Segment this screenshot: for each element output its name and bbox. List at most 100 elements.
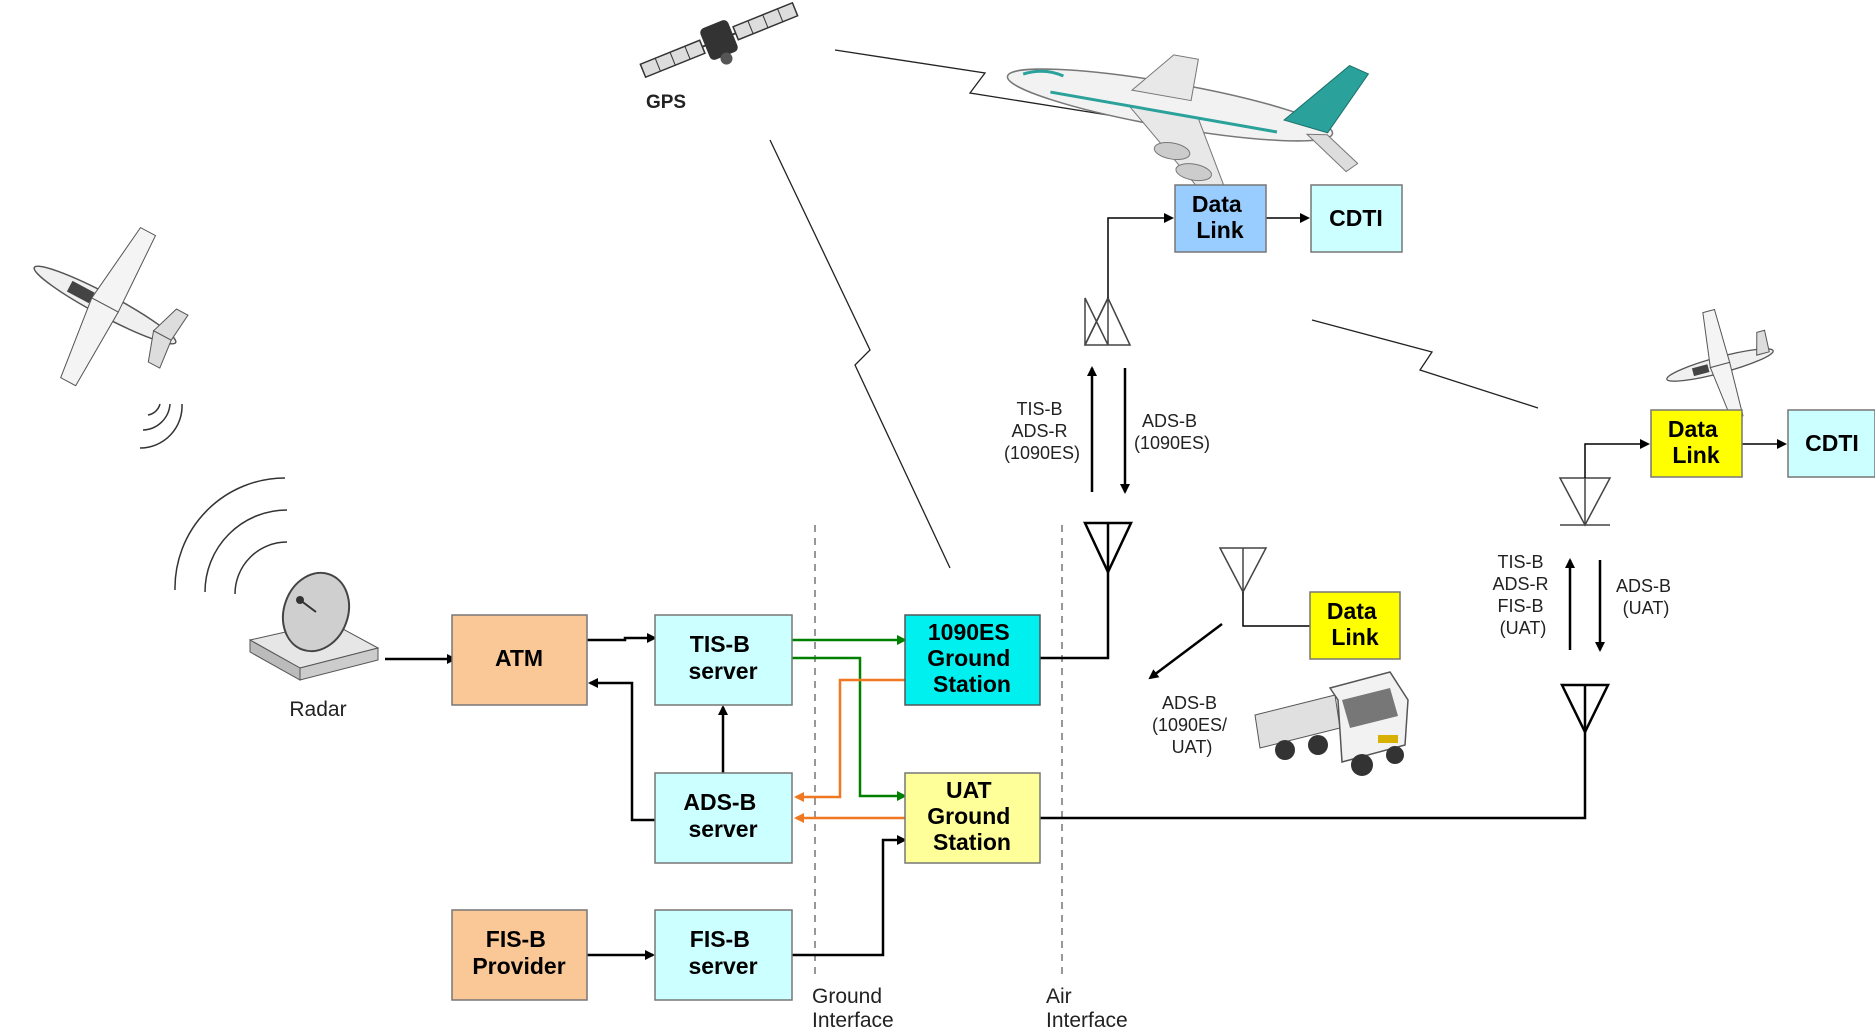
small-aircraft-left-icon — [33, 226, 189, 387]
1090-antenna-link — [1040, 572, 1110, 660]
small-aircraft-right-icon — [1666, 308, 1774, 420]
radar-dish-icon — [248, 571, 380, 681]
svg-text:FIS-B Provider: FIS-B Provider — [472, 926, 565, 979]
svg-text:FIS-B server: FIS-B server — [688, 926, 757, 979]
airliner-antenna-icon — [1083, 296, 1132, 346]
vehicle-datalink-label-2: Link — [1331, 624, 1378, 650]
radar-label: Radar — [289, 698, 346, 721]
airliner-smallcraft-link — [1311, 319, 1539, 409]
air-interface-label-1: Air — [1046, 985, 1072, 1008]
tisb-server-label-1: TIS-B — [690, 631, 750, 657]
vehicle-datalink-box: Data Link — [1309, 591, 1401, 660]
fisb-server-label-1: FIS-B — [690, 926, 750, 952]
smallcraft-antenna-datalink-arrow — [1584, 439, 1650, 478]
smallcraft-downlink-label-1: ADS-B — [1616, 576, 1671, 596]
svg-text:ATM: ATM — [495, 645, 543, 671]
fisb-uat-arrow — [792, 835, 907, 957]
adsb-server-label-1: ADS-B — [683, 789, 756, 815]
air-interface-label-2: Interface — [1046, 1009, 1128, 1032]
atm-box: ATM — [451, 614, 588, 706]
smallcraft-downlink-label-2: (UAT) — [1623, 598, 1670, 618]
smallcraft-datalink-label-2: Link — [1672, 442, 1719, 468]
tisb-server-label-2: server — [688, 658, 757, 684]
airliner-downlink-label-1: ADS-B — [1142, 411, 1197, 431]
1090es-station-label-3: Station — [933, 671, 1011, 697]
ground-interface-label-2: Interface — [812, 1009, 894, 1032]
svg-text:Air Interface: Air Interface — [1046, 985, 1128, 1032]
vehicle-datalink-label-1: Data — [1327, 598, 1377, 624]
smallcraft-uplink-label-2: ADS-R — [1492, 574, 1548, 594]
smallcraft-uplink-label-3: FIS-B — [1497, 596, 1543, 616]
fisb-provider-label-2: Provider — [472, 953, 565, 979]
ground-1090-antenna-icon — [1083, 521, 1133, 575]
vehicle-label-3: UAT) — [1172, 737, 1213, 757]
adsb-server-label-2: server — [688, 816, 757, 842]
smallcraft-datalink-box: Data Link — [1650, 409, 1743, 478]
airliner-uplink-label-3: (1090ES) — [1004, 443, 1080, 463]
fisb-server-box: FIS-B server — [654, 909, 793, 1001]
uat-station-label-2: Ground — [927, 803, 1010, 829]
atm-tisb-arrow — [587, 633, 657, 643]
fisb-provider-label-1: FIS-B — [486, 926, 546, 952]
radar-waves-icon — [139, 403, 288, 595]
vehicle-label-1: ADS-B — [1162, 693, 1217, 713]
vehicle-antenna-datalink-line — [1242, 592, 1310, 627]
smallcraft-datalink-label-1: Data — [1668, 416, 1718, 442]
smallcraft-antenna-icon — [1558, 477, 1612, 527]
vehicle-adsb-arrow — [1148, 623, 1223, 680]
uat-ground-station-box: UAT Ground Station — [904, 772, 1041, 864]
ground-vehicle-icon — [1254, 671, 1409, 776]
vehicle-antenna-icon — [1218, 547, 1268, 594]
airliner-datalink-label-1: Data — [1192, 191, 1242, 217]
svg-text:ADS-B (1090ES/ UAT): ADS-B (1090ES/ UAT) — [1152, 693, 1232, 757]
svg-text:1090ES Ground Stat: 1090ES Ground Station — [927, 619, 1016, 697]
airliner-antenna-datalink-arrow — [1107, 213, 1174, 298]
1090es-station-label-1: 1090ES — [928, 619, 1010, 645]
uat-station-label-1: UAT — [946, 777, 992, 803]
gps-label: GPS — [646, 92, 686, 113]
smallcraft-cdti-box: CDTI — [1787, 409, 1875, 478]
ground-interface-label-1: Ground — [812, 985, 882, 1008]
svg-text:TIS-B ADS-R FIS-B: TIS-B ADS-R FIS-B (UAT) — [1492, 552, 1553, 638]
airliner-uplink-label-1: TIS-B — [1016, 399, 1062, 419]
airliner-icon — [1006, 54, 1370, 192]
airliner-datalink-label-2: Link — [1196, 217, 1243, 243]
airliner-uplink-label-2: ADS-R — [1011, 421, 1067, 441]
airliner-cdti-label: CDTI — [1329, 205, 1383, 231]
svg-text:Ground Interface: Ground Interface — [812, 985, 894, 1032]
airliner-datalink-box: Data Link — [1174, 184, 1267, 253]
1090es-ground-station-box: 1090ES Ground Station — [904, 614, 1041, 706]
vehicle-label-2: (1090ES/ — [1152, 715, 1227, 735]
smallcraft-cdti-label: CDTI — [1805, 430, 1859, 456]
svg-text:CDTI: CDTI — [1329, 205, 1383, 231]
uat-station-label-3: Station — [933, 829, 1011, 855]
adsb-atm-arrow — [588, 678, 655, 822]
gps-ground-link — [769, 139, 951, 569]
svg-text:CDTI: CDTI — [1805, 430, 1859, 456]
gps-satellite-icon — [639, 1, 799, 79]
atm-box-label-1: ATM — [495, 645, 543, 671]
svg-text:Data Link: Data Link — [1327, 598, 1383, 650]
tisb-server-box: TIS-B server — [654, 614, 793, 706]
gps-airliner-link — [834, 49, 1109, 116]
fisb-server-label-2: server — [688, 953, 757, 979]
svg-text:Data Link: Data Link — [1192, 191, 1248, 243]
airliner-cdti-box: CDTI — [1310, 184, 1403, 253]
smallcraft-uplink-label-4: (UAT) — [1500, 618, 1547, 638]
svg-text:Data Link: Data Link — [1668, 416, 1724, 468]
svg-text:ADS-B server: ADS-B server — [683, 789, 762, 842]
adsb-server-box: ADS-B server — [654, 772, 793, 864]
ground-uat-antenna-icon — [1559, 683, 1611, 735]
smallcraft-uplink-label-1: TIS-B — [1497, 552, 1543, 572]
svg-text:TIS-B ADS-R (1090ES): TIS-B ADS-R (1090ES) — [1004, 399, 1080, 463]
fisb-provider-box: FIS-B Provider — [451, 909, 588, 1001]
uat-antenna-link — [1040, 732, 1587, 820]
1090es-station-label-2: Ground — [927, 645, 1010, 671]
svg-text:ADS-B (1090ES): ADS-B (1090ES) — [1134, 411, 1210, 453]
svg-text:TIS-B server: TIS-B server — [688, 631, 757, 684]
svg-text:UAT Ground Station: UAT Ground Station — [927, 777, 1016, 855]
1090-adsb-orange-arrow — [794, 678, 905, 802]
svg-text:ADS-B (UAT): ADS-B (UAT) — [1616, 576, 1676, 618]
airliner-downlink-label-2: (1090ES) — [1134, 433, 1210, 453]
tisb-uat-green-arrow — [792, 656, 907, 801]
